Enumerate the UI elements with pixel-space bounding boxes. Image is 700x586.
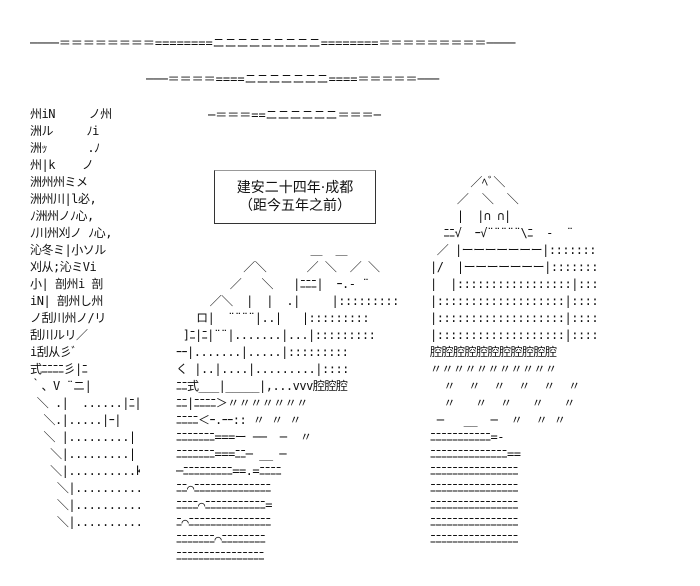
art-line: ＼|..........| (30, 515, 140, 529)
art-line: ＼|.........| (30, 447, 136, 461)
art-line: ﾆﾆﾆﾆﾆﾆﾆﾆﾆﾆﾆﾆﾆﾆﾆﾆ (430, 481, 519, 495)
art-line: ﾆﾆﾆﾆﾆﾆﾆﾆﾆﾆﾆﾆﾆﾆﾆﾆ (430, 464, 519, 478)
art-line: ノ刮川州ノ/リ (30, 311, 106, 325)
art-line: iN| 剖州し州 (30, 294, 103, 308)
art-line: ﾆﾆﾆﾆﾆﾆﾆ⌒ﾆﾆﾆﾆﾆﾆﾆﾆ (176, 532, 266, 546)
second-decorative-rule: ───＝＝＝＝====ニニニニニニニ====＝＝＝＝＝─── (146, 72, 440, 86)
art-line: 洲州州ミメ (30, 175, 88, 189)
art-line: ｀、V ¨ニ| (30, 379, 92, 393)
art-line: ﾆﾆﾆﾆﾆﾆﾆﾆﾆﾆﾆﾆﾆﾆﾆﾆ (430, 498, 519, 512)
right-city-art: ／ﾍﾞ＼ ／ ＼ ＼ | |∩ ∩| ﾆﾆ√ ｰ√¨¨¨¨¨\ﾆ - ¨ ／ |… (430, 174, 600, 548)
art-line: ﾆﾆ√ ｰ√¨¨¨¨¨\ﾆ - ¨ (430, 226, 574, 240)
art-line: ＿ ＿ (176, 243, 347, 257)
art-line: ／ﾍﾞ＼ (430, 175, 505, 189)
art-line: ﾆﾆﾆﾆ⌒ﾆﾆﾆﾆﾆﾆﾆﾆﾆﾆﾆ= (176, 498, 272, 512)
art-line: ﾆﾆﾆﾆﾆﾆﾆﾆﾆﾆﾆﾆﾆﾆ== (430, 447, 521, 461)
art-line: ＼|..........叭 (56, 481, 140, 495)
art-line: | |∩ ∩| (430, 209, 511, 223)
art-line: ﾆﾆ⌒ﾆﾆﾆﾆﾆﾆﾆﾆﾆﾆﾆﾆﾆﾆ (176, 481, 271, 495)
art-line: ﾆﾆﾆﾆﾆﾆﾆﾆﾆﾆﾆﾆﾆﾆﾆﾆ (430, 532, 519, 546)
art-line: ─ﾆﾆﾆﾆﾆﾆﾆﾆﾆ==.=ﾆﾆﾆﾆ (176, 464, 282, 478)
art-line: ]ﾆ|ﾆ|¨¨|.......|...|::::::::: (176, 328, 376, 342)
top-decorative-rule: ────＝＝＝＝＝＝＝＝========ニニニニニニニニニ========＝＝＝… (30, 36, 516, 50)
art-line: ﾆﾆﾆﾆﾆﾆﾆ===ー ── ─ 〃 (176, 430, 312, 444)
art-line: ﾆﾆﾆﾆﾆﾆﾆﾆﾆﾆﾆ=- (430, 430, 504, 444)
art-line: ＼|..........i (30, 498, 140, 512)
art-line: 〃 〃 〃 〃 〃 (430, 396, 575, 410)
art-line: ＼ .| ......|ﾆ| (30, 396, 140, 410)
art-line: 刮川ルリ／ (30, 328, 95, 342)
art-line: 沁冬ミ|小ソル (30, 243, 106, 257)
art-line: ／＼ | | .| |::::::::: (176, 294, 400, 308)
art-line: ＼ |.........| (30, 430, 136, 444)
third-decorative-rule: ─＝＝＝==ニニニニニニ＝＝＝─ (208, 108, 381, 122)
art-line: 洲ル ﾉi (30, 124, 99, 138)
art-line: 〃 〃 〃 〃 〃 〃 (430, 379, 580, 393)
art-line: |/ |ーーーーーーー|::::::: (430, 260, 598, 274)
art-line: ／ |ーーーーーーー|::::::: (430, 243, 597, 257)
art-line: 刈从;沁ミVi (30, 260, 97, 274)
art-line: |:::::::::::::::::::|:::::: (430, 311, 600, 325)
art-line: ─ __ ─ 〃 〃 〃 (430, 413, 566, 427)
art-line: ﾆﾆ|ﾆﾆﾆﾆ＞〃〃〃〃〃〃〃 (176, 396, 308, 410)
caption-subtitle: （距今五年之前） (239, 198, 351, 214)
art-line: ﾆﾆﾆﾆ＜ｰ.ｰｰ:: 〃 〃 〃 (176, 413, 301, 427)
caption-box: 建安二十四年·成都 （距今五年之前） (214, 170, 376, 224)
art-line: 州|k ノ (30, 158, 94, 172)
art-line: |:::::::::::::::::::|:::::: (430, 294, 600, 308)
art-line: ｰｰ|.......|.....|::::::::: (176, 345, 349, 359)
art-line: 式ﾆﾆﾆﾆ彡|ﾆ (30, 362, 88, 376)
art-line: ＼|..........k (30, 464, 140, 478)
art-line: 洲ｯ .ﾉ (30, 141, 100, 155)
center-city-art: ＿ ＿ ／＼ ／ ＼ ／ ＼ ／ ＼ |ﾆﾆﾆ| ｰ.- ¨ ／＼ | | .|… (176, 242, 426, 565)
art-line: ﾆ⌒ﾆﾆﾆﾆﾆﾆﾆﾆﾆﾆﾆﾆﾆﾆﾆ (176, 515, 271, 529)
art-line: ﾆﾆﾆﾆﾆﾆﾆ===ﾆﾆ─ __ ─ (176, 447, 287, 461)
art-line: 〃〃〃〃〃〃〃〃〃〃〃 (430, 362, 557, 376)
art-line: ／ ＼ ＼ (430, 192, 519, 206)
left-cliff-art: 州iN ノ州 洲ル ﾉi 洲ｯ .ﾉ 州|k ノ 洲州州ミメ 洲州川|l必, ﾉ… (30, 106, 140, 531)
art-line: |:::::::::::::::::::|:::::: (430, 328, 600, 342)
art-line: ＼.|.....|ｰ| (30, 413, 121, 427)
art-line: | |:::::::::::::::::|:::::: (430, 277, 600, 291)
art-line: ﾆﾆﾆﾆﾆﾆﾆﾆﾆﾆﾆﾆﾆﾆﾆﾆ (430, 515, 519, 529)
art-line: ﾉ川州刈ノ ﾉ心, (30, 226, 112, 240)
art-line: ﾆﾆ式___|_____|,...vvv腔腔腔 (176, 379, 348, 393)
art-line: 洲州川|l必, (30, 192, 97, 206)
art-line: ロ| ¨¨¨¨|..| |::::::::: (176, 311, 370, 325)
art-line: ﾉ洲州ノﾉ心, (30, 209, 94, 223)
art-line: ／＼ ／ ＼ ／ ＼ (176, 260, 380, 274)
caption-title: 建安二十四年·成都 (236, 180, 354, 196)
art-line: 腔腔腔腔腔腔腔腔腔腔腔 (430, 345, 557, 359)
art-line: ﾆﾆﾆﾆﾆﾆﾆﾆﾆﾆﾆﾆﾆﾆﾆﾆ (176, 549, 265, 563)
art-line: 州iN ノ州 (30, 107, 112, 121)
art-line: ／ ＼ |ﾆﾆﾆ| ｰ.- ¨ (176, 277, 370, 291)
art-line: i刮从彡ﾞ (30, 345, 97, 359)
art-line: く |..|....|.........|:::: (176, 362, 349, 376)
art-line: 小| 剖州i 剖 (30, 277, 103, 291)
